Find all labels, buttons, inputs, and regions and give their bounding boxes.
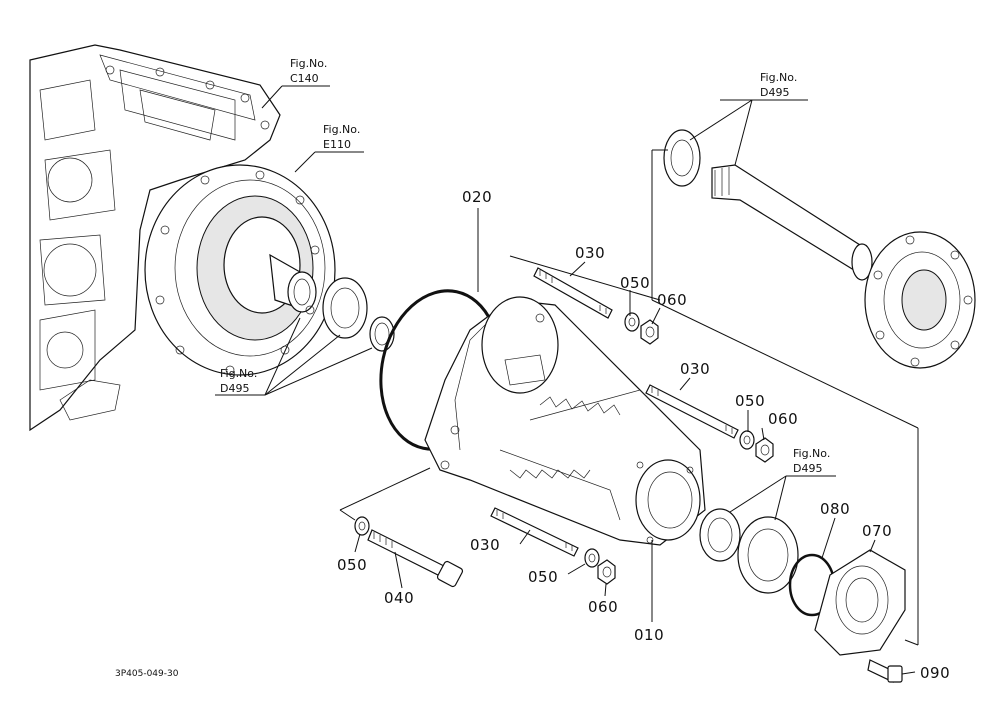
transmission-housing: [29, 44, 281, 432]
axle-housing-010: [424, 296, 706, 546]
nut-060-b: [755, 437, 774, 463]
fig-ref-e110-line1: Fig.No.: [323, 123, 360, 136]
part-label-040: 040: [384, 589, 414, 607]
bearing-cover-070: [814, 549, 906, 656]
axle-shaft: [663, 129, 976, 369]
fig-ref-c140-line2: C140: [290, 72, 319, 85]
stud-030-middle: [645, 384, 739, 439]
part-label-020: 020: [462, 188, 492, 206]
bolt-090: [867, 659, 903, 683]
part-label-090: 090: [920, 664, 950, 682]
part-label-070: 070: [862, 522, 892, 540]
part-label-030-top: 030: [575, 244, 605, 262]
fig-ref-d495-top-line1: Fig.No.: [760, 71, 797, 84]
washer-050-a: [624, 312, 640, 332]
fig-ref-d495-right-line2: D495: [793, 462, 822, 475]
fig-ref-e110-line2: E110: [323, 138, 351, 151]
fig-ref-d495-right-line1: Fig.No.: [793, 447, 830, 460]
part-label-030-middle: 030: [680, 360, 710, 378]
drawing-code: 3P405-049-30: [115, 669, 179, 679]
part-label-080: 080: [820, 500, 850, 518]
differential-housing: [144, 164, 336, 376]
leader-lines: [215, 85, 919, 675]
part-label-050-left: 050: [337, 556, 367, 574]
stud-030-bottom: [490, 507, 579, 557]
outer-bearing: [699, 508, 799, 594]
part-label-060-bottom: 060: [588, 598, 618, 616]
fig-ref-d495-top-line2: D495: [760, 86, 789, 99]
part-label-060-middle: 060: [768, 410, 798, 428]
part-label-060-top: 060: [657, 291, 687, 309]
part-label-030-bottom: 030: [470, 536, 500, 554]
fig-ref-d495-left-line2: D495: [220, 382, 249, 395]
part-label-050-bottom: 050: [528, 568, 558, 586]
nut-060-c: [597, 559, 616, 585]
bolt-040: [367, 529, 464, 588]
part-label-010: 010: [634, 626, 664, 644]
stud-030-top: [533, 267, 613, 319]
part-label-050-middle: 050: [735, 392, 765, 410]
washer-050-d: [354, 516, 370, 536]
nut-060-a: [640, 319, 659, 345]
fig-ref-c140-line1: Fig.No.: [290, 57, 327, 70]
part-label-050-top: 050: [620, 274, 650, 292]
washer-050-c: [584, 548, 600, 568]
fig-ref-d495-left-line1: Fig.No.: [220, 367, 257, 380]
washer-050-b: [739, 430, 755, 450]
